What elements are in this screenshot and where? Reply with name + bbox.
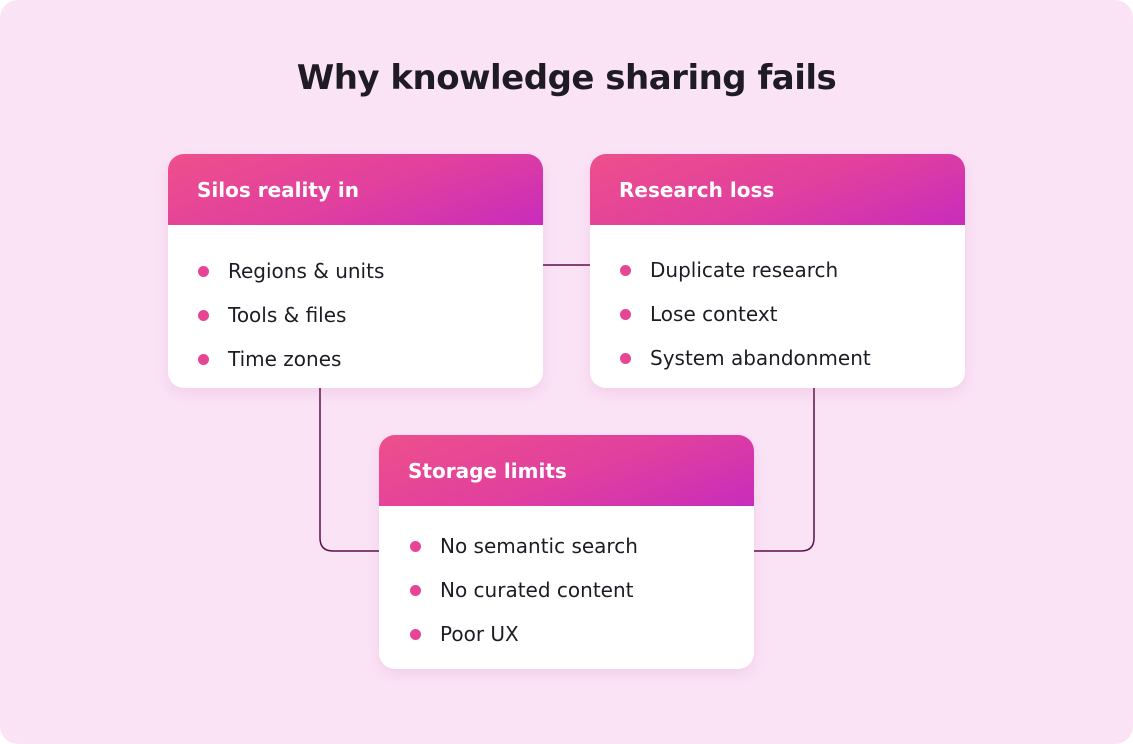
card-title: Silos reality in <box>197 177 360 202</box>
list-item-label: Lose context <box>650 302 778 326</box>
list-item-label: Poor UX <box>440 622 519 646</box>
card-header: Storage limits <box>379 435 754 506</box>
bullet-dot-icon <box>198 309 209 321</box>
card-item-list: Regions & units Tools & files Time zones <box>168 225 543 381</box>
list-item: Regions & units <box>168 249 543 293</box>
bullet-dot-icon <box>410 584 421 596</box>
bullet-dot-icon <box>620 264 631 276</box>
list-item: No semantic search <box>379 524 754 568</box>
connector-research-storage <box>754 388 815 552</box>
bullet-dot-icon <box>410 628 421 640</box>
list-item: Time zones <box>168 337 543 381</box>
bullet-dot-icon <box>620 308 631 320</box>
card-storage: Storage limits No semantic search No cur… <box>379 435 754 669</box>
card-header: Silos reality in <box>168 154 543 225</box>
bullet-dot-icon <box>620 352 631 364</box>
list-item: No curated content <box>379 568 754 612</box>
bullet-dot-icon <box>410 540 421 552</box>
card-item-list: No semantic search No curated content Po… <box>379 506 754 656</box>
page-title: Why knowledge sharing fails <box>296 58 837 98</box>
list-item-label: Tools & files <box>228 303 347 327</box>
list-item: Tools & files <box>168 293 543 337</box>
bullet-dot-icon <box>198 353 209 365</box>
list-item-label: No curated content <box>440 578 634 602</box>
card-title: Research loss <box>619 177 775 202</box>
list-item-label: No semantic search <box>440 534 638 558</box>
list-item-label: Regions & units <box>228 259 385 283</box>
connector-silos-storage <box>319 388 379 552</box>
list-item: Poor UX <box>379 612 754 656</box>
list-item-label: Time zones <box>228 347 342 371</box>
list-item: System abandonment <box>590 336 965 380</box>
card-research: Research loss Duplicate research Lose co… <box>590 154 965 388</box>
list-item: Lose context <box>590 292 965 336</box>
card-item-list: Duplicate research Lose context System a… <box>590 225 965 380</box>
list-item-label: System abandonment <box>650 346 871 370</box>
card-silos: Silos reality in Regions & units Tools &… <box>168 154 543 388</box>
bullet-dot-icon <box>198 265 209 277</box>
card-header: Research loss <box>590 154 965 225</box>
list-item: Duplicate research <box>590 248 965 292</box>
card-title: Storage limits <box>408 458 567 483</box>
list-item-label: Duplicate research <box>650 258 839 282</box>
